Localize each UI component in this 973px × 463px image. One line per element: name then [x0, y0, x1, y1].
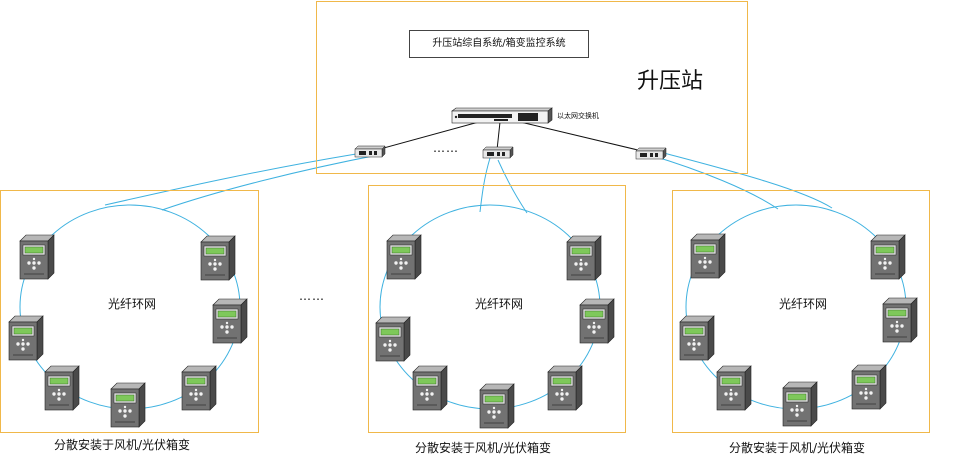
- more-groups-ellipsis: ……: [299, 289, 325, 303]
- monitoring-system-box: 升压站综自系统/箱变监控系统: [409, 30, 589, 58]
- group-boundary-1: [0, 190, 259, 433]
- substation-boundary: [316, 1, 748, 174]
- group-caption-3: 分散安装于风机/光伏箱变: [729, 441, 866, 455]
- substation-title: 升压站: [637, 69, 704, 94]
- ring-label-1: 光纤环网: [108, 297, 157, 311]
- ring-label-2: 光纤环网: [475, 297, 524, 311]
- core-switch-label: 以太网交换机: [557, 112, 599, 120]
- group-caption-2: 分散安装于风机/光伏箱变: [415, 441, 552, 455]
- ring-label-3: 光纤环网: [779, 297, 828, 311]
- group-boundary-2: [368, 185, 626, 433]
- group-caption-1: 分散安装于风机/光伏箱变: [54, 438, 191, 452]
- group-boundary-3: [672, 190, 930, 433]
- fiber-uplinks: [104, 151, 833, 214]
- ethernet-links: [379, 119, 643, 152]
- core-switch-icon: [451, 107, 553, 124]
- more-switches-ellipsis: ……: [433, 141, 459, 155]
